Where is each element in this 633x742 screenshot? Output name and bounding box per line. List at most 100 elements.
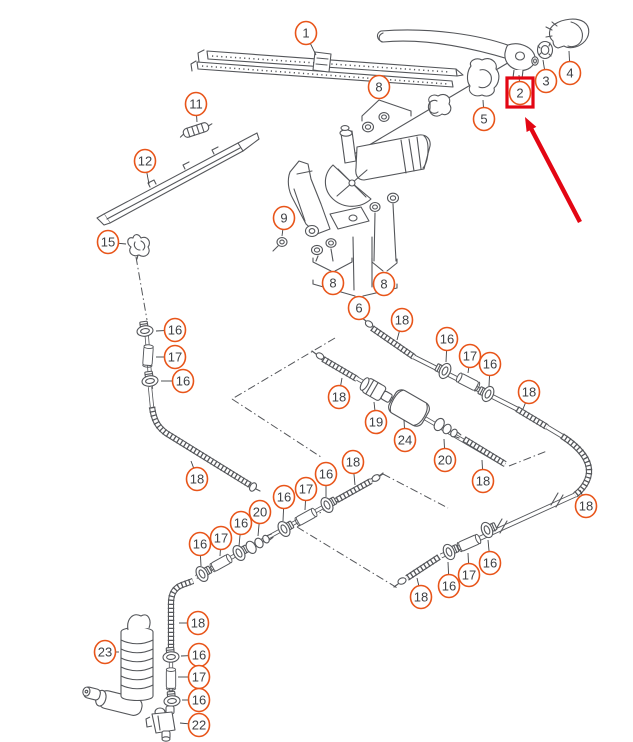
callout-ring[interactable] — [133, 148, 157, 174]
callout-3[interactable]: 3 — [534, 59, 558, 94]
callout-16[interactable]: 16 — [272, 484, 296, 522]
callout-ring[interactable] — [229, 510, 253, 536]
callout-ring[interactable] — [435, 326, 459, 352]
callout-6[interactable]: 6 — [347, 295, 371, 321]
callout-16[interactable]: 16 — [314, 461, 338, 498]
callout-9[interactable]: 9 — [272, 205, 296, 237]
callout-17[interactable]: 17 — [458, 343, 482, 374]
callout-18[interactable]: 18 — [341, 449, 365, 486]
callout-ring[interactable] — [478, 351, 502, 377]
callout-1[interactable]: 1 — [294, 20, 318, 56]
callout-22[interactable]: 22 — [179, 712, 211, 738]
callout-18[interactable]: 18 — [390, 307, 414, 341]
callout-ring[interactable] — [163, 344, 187, 370]
callout-ring[interactable] — [393, 427, 417, 453]
callout-18[interactable]: 18 — [574, 489, 598, 519]
callout-20[interactable]: 20 — [248, 499, 272, 537]
callout-17[interactable]: 17 — [156, 344, 187, 370]
callout-ring[interactable] — [187, 712, 211, 738]
callout-ring[interactable] — [96, 229, 120, 255]
callout-ring[interactable] — [517, 379, 541, 405]
callout-11[interactable]: 11 — [184, 91, 208, 123]
callout-leader — [340, 377, 343, 386]
check-valve — [359, 377, 393, 403]
callout-17[interactable]: 17 — [457, 552, 481, 588]
callout-number: 16 — [192, 648, 206, 663]
callout-2[interactable]: 2 — [508, 74, 532, 106]
callout-ring[interactable] — [294, 20, 318, 46]
callout-ring[interactable] — [508, 80, 532, 106]
callout-ring[interactable] — [390, 307, 414, 333]
callout-12[interactable]: 12 — [133, 148, 157, 185]
callout-ring[interactable] — [472, 106, 496, 132]
callout-20[interactable]: 20 — [433, 438, 457, 473]
callout-ring[interactable] — [187, 687, 211, 713]
callout-18[interactable]: 18 — [179, 610, 210, 636]
callout-8[interactable]: 8 — [367, 74, 391, 100]
callout-ring[interactable] — [364, 409, 388, 435]
callout-ring[interactable] — [314, 461, 338, 487]
callout-16[interactable]: 16 — [188, 531, 212, 567]
callout-16[interactable]: 16 — [478, 351, 502, 387]
callout-ring[interactable] — [188, 531, 212, 557]
callout-18[interactable]: 18 — [185, 460, 209, 492]
callout-ring[interactable] — [185, 466, 209, 492]
callout-4[interactable]: 4 — [558, 50, 582, 86]
callout-ring[interactable] — [272, 484, 296, 510]
callout-ring[interactable] — [433, 447, 457, 473]
callout-16[interactable]: 16 — [435, 326, 459, 363]
callout-ring[interactable] — [437, 573, 461, 599]
callout-16[interactable]: 16 — [180, 642, 211, 668]
callout-16[interactable]: 16 — [437, 561, 461, 599]
callout-15[interactable]: 15 — [96, 229, 127, 255]
callout-number: 18 — [190, 472, 204, 487]
callout-number: 16 — [168, 323, 182, 338]
callout-18[interactable]: 18 — [471, 459, 495, 494]
callout-16[interactable]: 16 — [155, 317, 187, 343]
callout-number: 15 — [101, 235, 115, 250]
callout-ring[interactable] — [209, 525, 233, 551]
callout-8[interactable]: 8 — [372, 271, 396, 297]
callout-ring[interactable] — [471, 468, 495, 494]
callout-ring[interactable] — [184, 91, 208, 117]
callout-18[interactable]: 18 — [517, 379, 541, 410]
callout-18[interactable]: 18 — [327, 377, 351, 410]
callout-ring[interactable] — [93, 639, 117, 665]
callout-ring[interactable] — [574, 493, 598, 519]
callout-24[interactable]: 24 — [393, 419, 417, 453]
callout-ring[interactable] — [248, 499, 272, 525]
callout-ring[interactable] — [478, 550, 502, 576]
callout-ring[interactable] — [341, 449, 365, 475]
callout-ring[interactable] — [163, 317, 187, 343]
callout-23[interactable]: 23 — [93, 639, 120, 665]
callout-ring[interactable] — [457, 562, 481, 588]
callout-18[interactable]: 18 — [409, 577, 433, 610]
callout-17[interactable]: 17 — [209, 525, 233, 557]
highlight-layer — [505, 76, 582, 224]
callout-5[interactable]: 5 — [472, 99, 496, 132]
callout-16[interactable]: 16 — [229, 510, 253, 547]
callout-ring[interactable] — [272, 205, 296, 231]
callout-leader — [488, 375, 490, 387]
callout-number: 16 — [277, 490, 291, 505]
callout-16[interactable]: 16 — [478, 539, 502, 576]
callout-16[interactable]: 16 — [161, 368, 195, 394]
callout-ring[interactable] — [294, 476, 318, 502]
callout-ring[interactable] — [558, 60, 582, 86]
callout-19[interactable]: 19 — [364, 401, 388, 435]
callout-ring[interactable] — [186, 610, 210, 636]
callout-17[interactable]: 17 — [178, 664, 211, 690]
callout-ring[interactable] — [372, 271, 396, 297]
callout-ring[interactable] — [534, 68, 558, 94]
callout-16[interactable]: 16 — [182, 687, 211, 713]
callout-ring[interactable] — [171, 368, 195, 394]
callout-ring[interactable] — [321, 270, 345, 296]
callout-ring[interactable] — [327, 384, 351, 410]
callout-17[interactable]: 17 — [294, 476, 318, 511]
callout-ring[interactable] — [458, 343, 482, 369]
callout-number: 17 — [192, 670, 206, 685]
callout-ring[interactable] — [409, 584, 433, 610]
callout-ring[interactable] — [347, 295, 371, 321]
callout-ring[interactable] — [367, 74, 391, 100]
callout-8[interactable]: 8 — [321, 270, 345, 296]
